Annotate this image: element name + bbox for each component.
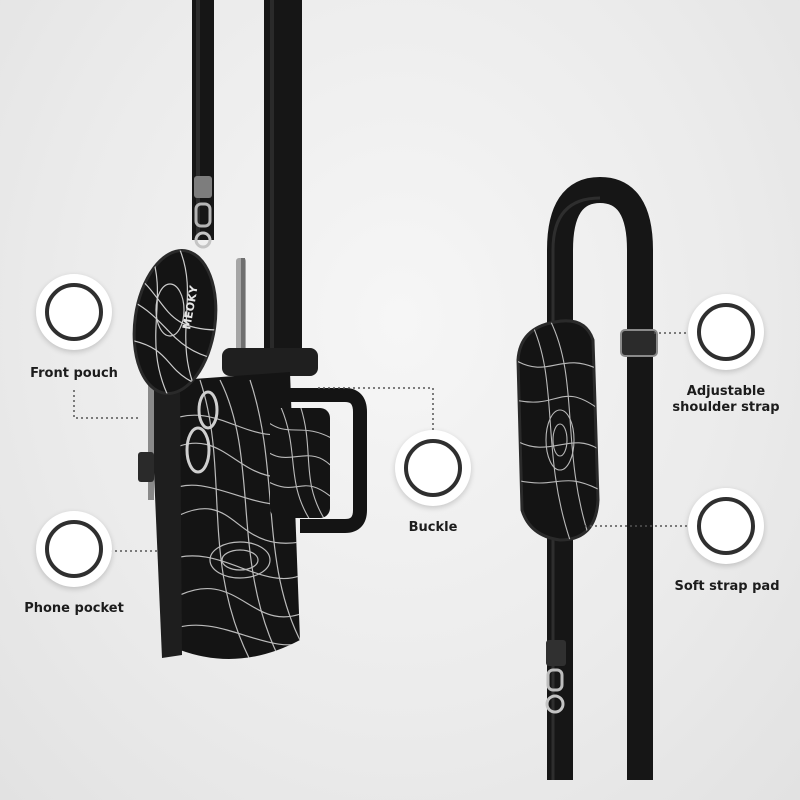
strap-slider	[620, 329, 658, 357]
buckle-label: Buckle	[408, 520, 458, 535]
strap-loop-highlight	[551, 196, 601, 780]
metal-clip	[194, 202, 212, 228]
phone-pocket-label: Phone pocket	[24, 601, 124, 616]
metal-clip	[546, 668, 564, 692]
front-pouch-product: MEOKY	[129, 248, 221, 399]
straw-shadow	[241, 258, 245, 356]
tumbler-handle	[270, 388, 367, 533]
zipper-pull	[138, 452, 154, 482]
carabiner	[185, 426, 211, 474]
front-pouch-callout	[36, 274, 112, 350]
shoulder-strap-label-line2: shoulder strap	[672, 400, 780, 415]
tumbler-lid	[222, 348, 318, 376]
leader-front-pouch	[73, 390, 140, 419]
strap-highlight	[196, 0, 200, 240]
phone-pocket-callout	[36, 511, 112, 587]
strap-loop	[547, 176, 653, 780]
shoulder-strap-label-line1: Adjustable	[686, 384, 766, 399]
strap-segment	[264, 0, 302, 352]
shoulder-strap-callout	[688, 294, 764, 370]
phone-pocket-panel	[150, 380, 182, 658]
shoulder-pad	[516, 319, 600, 542]
metal-ring	[545, 694, 565, 714]
circle-ring-icon	[697, 497, 755, 555]
leader-lines	[73, 332, 688, 552]
front-pouch-label: Front pouch	[30, 366, 118, 381]
strap-end-clip	[546, 640, 566, 666]
strap-pad-callout	[688, 488, 764, 564]
zipper	[148, 380, 154, 500]
circle-ring-icon	[404, 439, 462, 497]
circle-ring-icon	[45, 283, 103, 341]
leader-buckle	[318, 387, 434, 430]
strap-clip	[194, 176, 212, 198]
strap-pad-label: Soft strap pad	[674, 579, 780, 594]
right-strap-group	[545, 176, 658, 780]
buckle-callout	[395, 430, 471, 506]
metal-ring	[194, 231, 212, 249]
circle-ring-icon	[45, 520, 103, 578]
strap-highlight	[270, 0, 274, 352]
circle-ring-icon	[697, 303, 755, 361]
carabiner	[197, 390, 219, 430]
left-strap-group	[192, 0, 302, 352]
